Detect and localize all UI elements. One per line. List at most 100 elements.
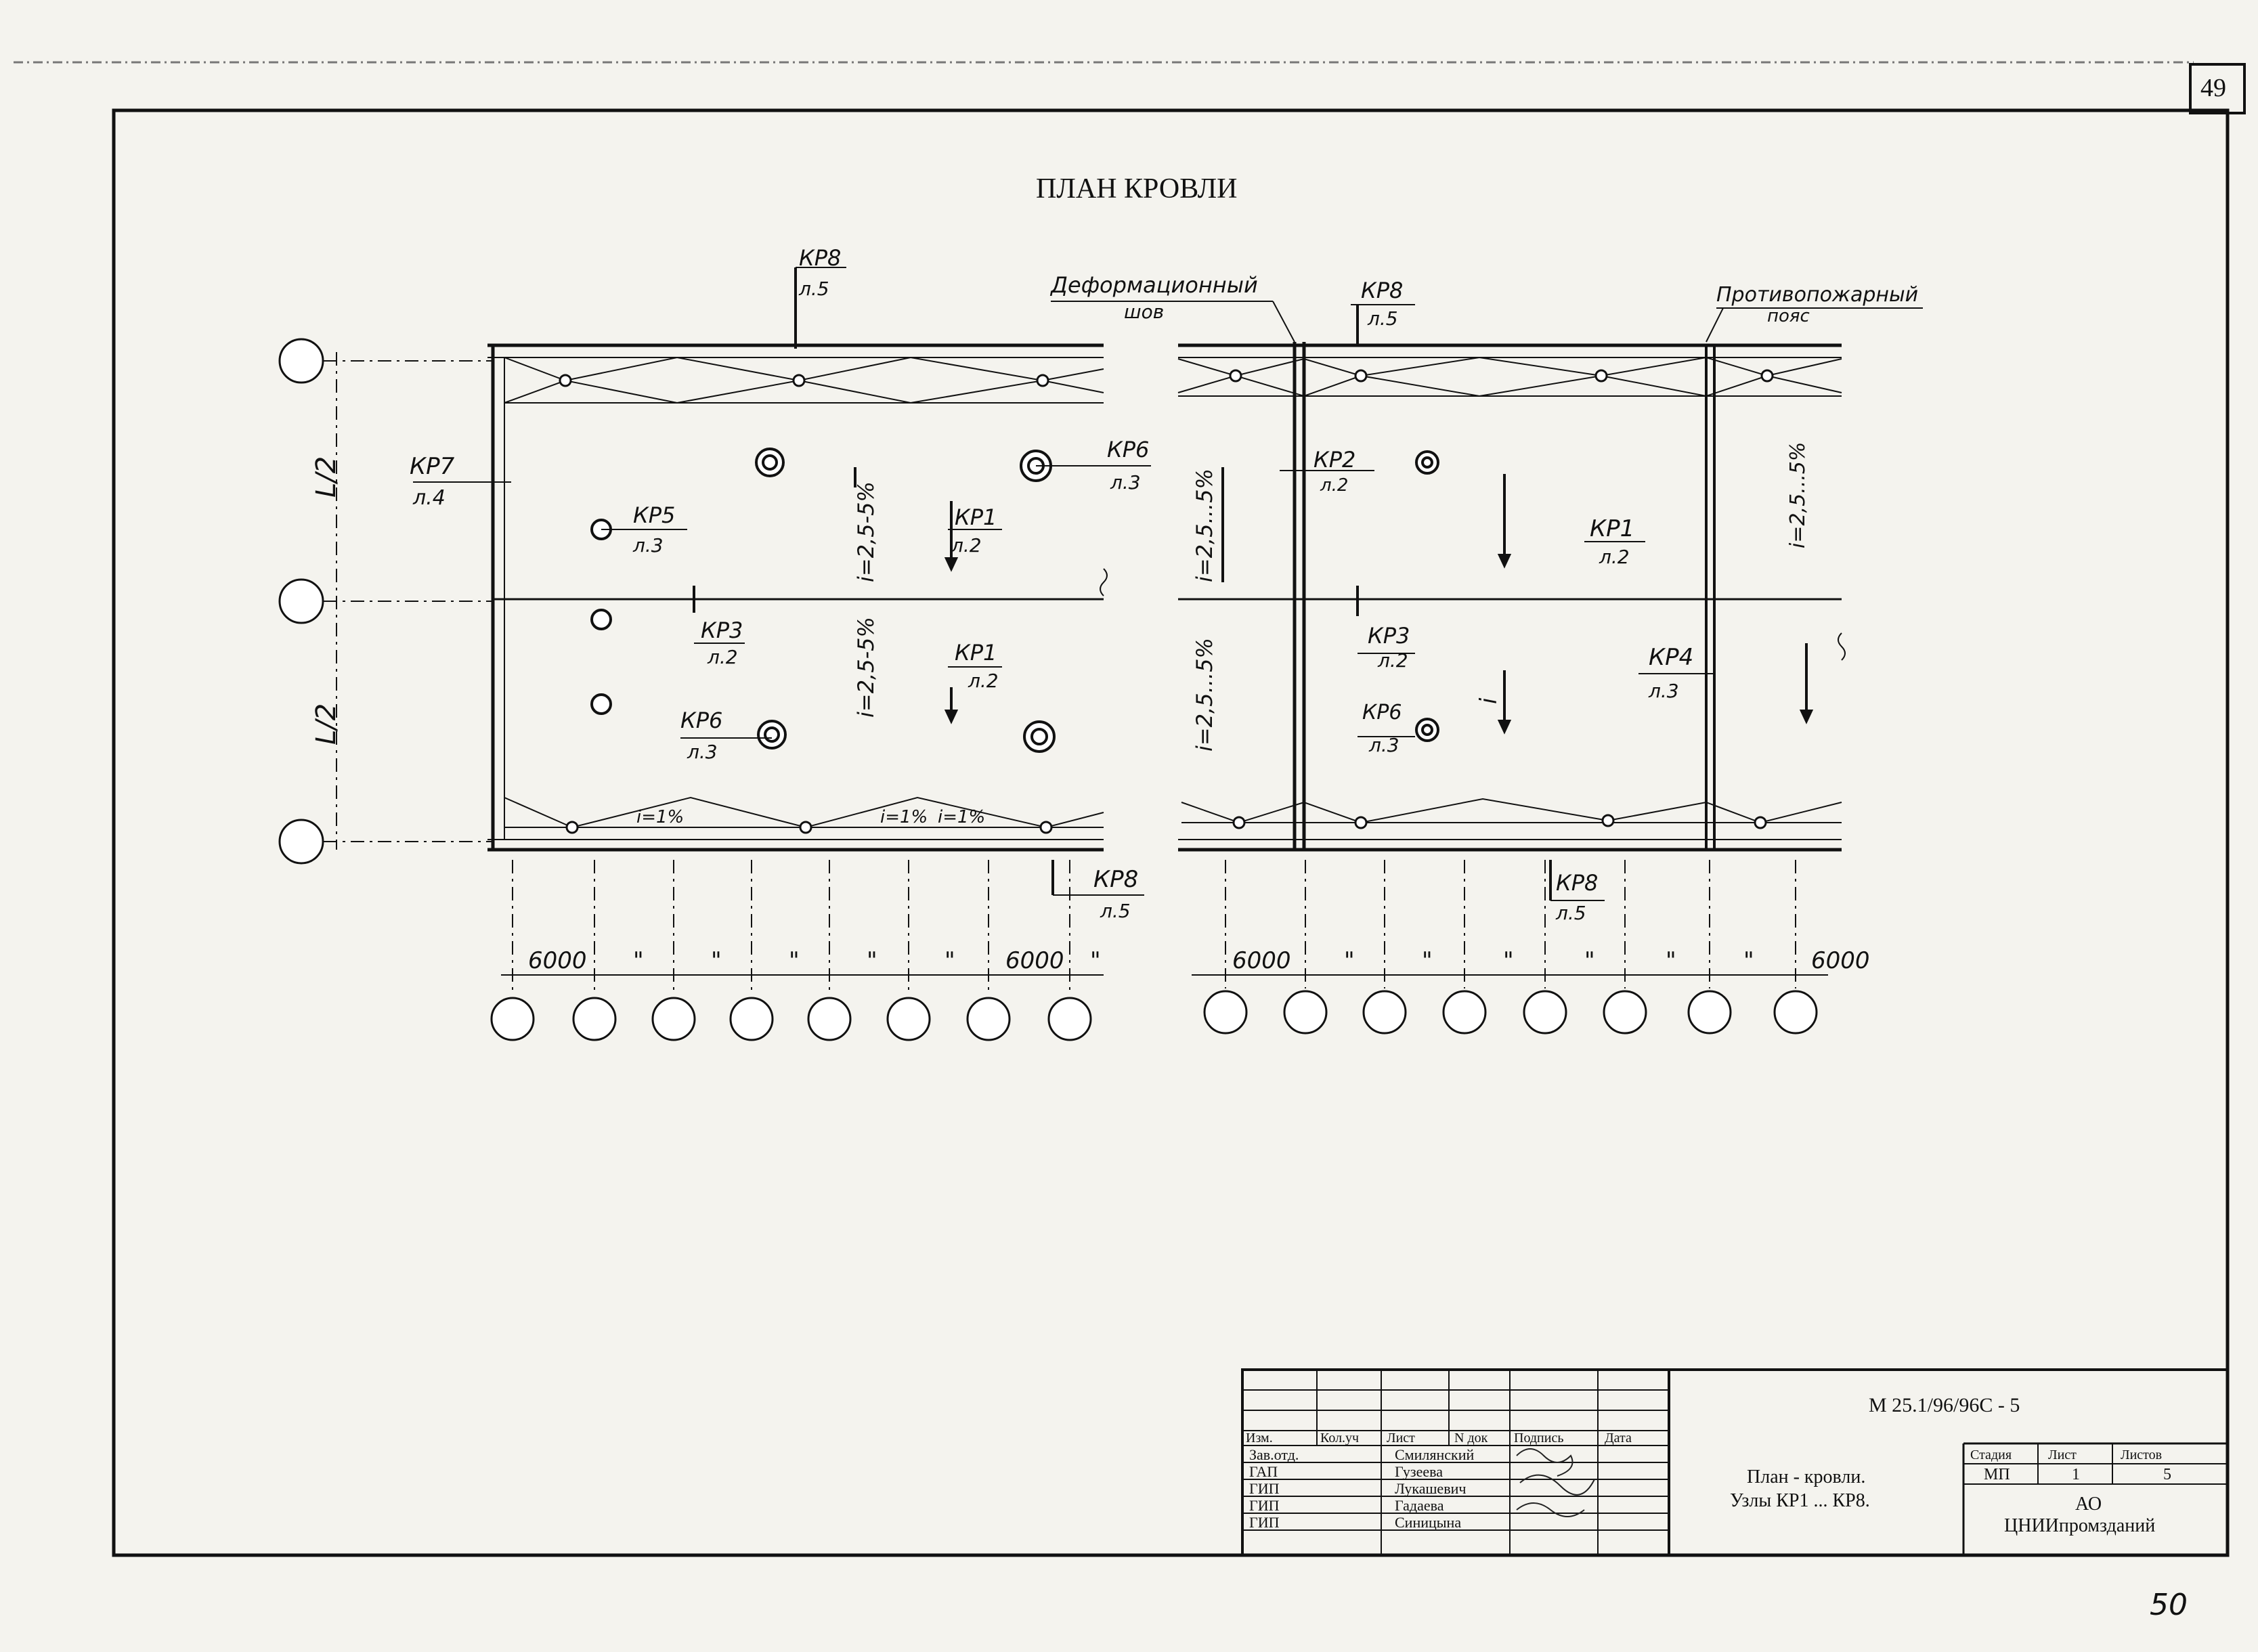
callout-kr2-sheet: л.2	[1320, 475, 1348, 496]
right-roof-drains	[1415, 450, 1439, 742]
bottom-axis-dashes	[512, 860, 1796, 995]
dim-ditto: "	[1090, 947, 1101, 974]
callout-kr8-bottom-left-sheet: л.5	[1100, 900, 1131, 922]
org-line-2: ЦНИИпромзданий	[2004, 1515, 2155, 1536]
callout-kr6-right: КР6	[1362, 701, 1402, 724]
slope-label-3: i=2,5...5%	[1192, 469, 1217, 582]
callout-kr3-left-sheet: л.2	[707, 646, 738, 668]
sheet-number: 49	[2200, 74, 2226, 102]
tb-role-2: ГАП	[1249, 1463, 1278, 1480]
deformation-joint-label: Деформационный	[1049, 272, 1258, 298]
tb-role-5: ГИП	[1249, 1514, 1280, 1531]
slope-one-percent-b: i=1%	[880, 807, 928, 827]
left-grid-axes	[278, 338, 493, 865]
dim-6000-right-end: 6000	[1811, 947, 1870, 974]
org-line-1: АО	[2075, 1494, 2102, 1515]
callout-kr8-bottom-right-sheet: л.5	[1555, 902, 1586, 924]
drawing-frame	[112, 108, 2230, 1557]
slope-gutter-i: i	[1475, 697, 1502, 704]
sheet-value: 1	[2072, 1466, 2080, 1483]
callout-kr8-top-left-sheet: л.5	[798, 278, 829, 300]
tb-name-1: Смилянский	[1395, 1446, 1474, 1463]
tb-role-4: ГИП	[1249, 1497, 1280, 1514]
callout-kr1-lower-left-sheet: л.2	[968, 670, 999, 692]
dim-ditto: "	[1422, 947, 1433, 974]
slope-label-1: i=2,5-5%	[853, 481, 879, 582]
drawing-title: ПЛАН КРОВЛИ	[1036, 173, 1237, 204]
stage-value: МП	[1984, 1466, 2010, 1483]
left-gutter-nodes	[559, 374, 1053, 834]
dim-ditto: "	[711, 947, 722, 974]
callout-kr8-bottom-right: КР8	[1556, 870, 1598, 896]
callout-kr5: КР5	[633, 502, 675, 528]
callout-kr7: КР7	[410, 453, 455, 480]
dim-ditto: "	[945, 947, 955, 974]
callout-kr6-lower-sheet: л.3	[687, 741, 718, 763]
dim-ditto: "	[1743, 947, 1754, 974]
deformation-joint-label-2: шов	[1124, 301, 1164, 323]
tb-header-koluch: Кол.уч	[1320, 1431, 1359, 1446]
bottom-grid-axes	[490, 974, 1828, 1041]
dim-ditto: "	[1666, 947, 1676, 974]
tb-header-signature: Подпись	[1514, 1431, 1563, 1446]
callout-kr3-right-sheet: л.2	[1377, 649, 1408, 672]
callout-kr8-bottom-left: КР8	[1093, 866, 1138, 893]
callout-kr6-lower: КР6	[680, 708, 722, 733]
callout-kr4: КР4	[1649, 644, 1693, 671]
slope-one-percent-c: i=1%	[938, 807, 985, 827]
dim-6000-right-start: 6000	[1232, 947, 1291, 974]
axis-label-lower: L/2	[311, 703, 342, 745]
slope-label-2: i=2,5-5%	[853, 617, 879, 718]
dim-6000-left-end: 6000	[1005, 947, 1064, 974]
sheet-title-1: План - кровли.	[1747, 1466, 1865, 1487]
page-number: 50	[2150, 1588, 2188, 1622]
slope-label-4: i=2,5...5%	[1192, 638, 1217, 752]
tb-header-list: Лист	[1387, 1431, 1415, 1446]
sheets-value: 5	[2163, 1466, 2171, 1483]
callout-kr1-right-sheet: л.2	[1599, 546, 1630, 568]
title-block	[1241, 1368, 2229, 1557]
dim-6000-left-start: 6000	[528, 947, 587, 974]
callout-kr7-sheet: л.4	[412, 486, 446, 510]
right-roof-block	[1177, 342, 1846, 852]
callout-kr8-top-right-sheet: л.5	[1367, 307, 1398, 330]
tb-header-date: Дата	[1605, 1431, 1632, 1446]
right-gutter-nodes	[1229, 369, 1774, 829]
tb-name-5: Синицына	[1395, 1514, 1461, 1531]
dim-ditto: "	[633, 947, 644, 974]
sheets-label: Листов	[2121, 1448, 2162, 1462]
axis-label-upper: L/2	[311, 456, 342, 498]
tb-name-4: Гадаева	[1395, 1497, 1444, 1514]
dim-ditto: "	[1344, 947, 1355, 974]
sheet-label: Лист	[2048, 1448, 2077, 1462]
firebreak-label: Противопожарный	[1716, 283, 1918, 307]
callout-kr4-sheet: л.3	[1648, 680, 1679, 702]
sheet-title-2: Узлы КР1 ... КР8.	[1730, 1490, 1870, 1511]
callout-kr1-upper-left: КР1	[955, 504, 997, 530]
tb-name-2: Гузеева	[1395, 1463, 1443, 1480]
dim-ditto: "	[789, 947, 800, 974]
callout-kr3-left: КР3	[701, 617, 743, 643]
stage-label: Стадия	[1970, 1448, 2012, 1462]
callout-kr6-right-sheet: л.3	[1368, 734, 1399, 756]
doc-code: М 25.1/96/96С - 5	[1869, 1394, 2020, 1416]
callout-kr2: КР2	[1313, 447, 1355, 473]
firebreak-label-2: пояс	[1767, 306, 1810, 326]
dim-ditto: "	[1584, 947, 1595, 974]
tb-role-1: Зав.отд.	[1249, 1446, 1299, 1463]
slope-label-5: i=2,5...5%	[1786, 442, 1810, 548]
callout-kr8-top-left: КР8	[799, 245, 841, 271]
tb-role-3: ГИП	[1249, 1480, 1280, 1497]
callout-kr3-right: КР3	[1368, 623, 1410, 649]
slope-one-percent-a: i=1%	[636, 807, 684, 827]
callout-kr1-right: КР1	[1590, 515, 1634, 542]
tb-header-izm: Изм.	[1246, 1431, 1273, 1446]
callout-kr5-sheet: л.3	[632, 534, 664, 557]
tb-header-ndok: N док	[1454, 1431, 1488, 1446]
callout-kr1-upper-left-sheet: л.2	[951, 534, 982, 557]
dim-ditto: "	[1503, 947, 1514, 974]
tb-name-3: Лукашевич	[1395, 1480, 1466, 1497]
callout-kr6-upper-sheet: л.3	[1110, 471, 1141, 494]
